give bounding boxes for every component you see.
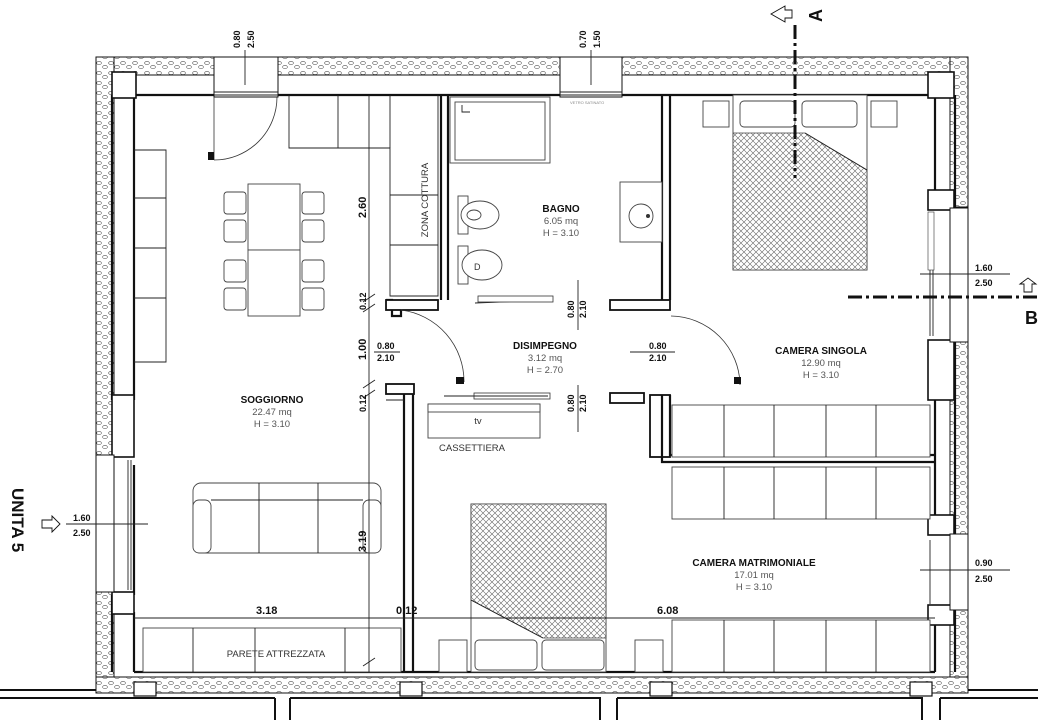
camera-singola-height: H = 3.10 [803, 370, 839, 381]
bagno-window-w: 0.70 [578, 30, 588, 48]
section-a-label: A [806, 9, 826, 22]
singola-window-w: 1.60 [975, 263, 993, 273]
cassettiera: tv CASSETTIERA [427, 403, 541, 454]
left-window-w: 1.60 [73, 513, 91, 523]
dim-2-60: 2.60 [357, 197, 369, 218]
soggiorno-height: H = 3.10 [254, 419, 290, 430]
tv-label: tv [474, 416, 482, 427]
camera-matrimoniale-height: H = 3.10 [736, 582, 772, 593]
left-window-h: 2.50 [73, 528, 91, 538]
door-matrimoniale-h: 2.10 [578, 394, 588, 412]
door-bagno-h: 2.10 [578, 300, 588, 318]
door-singola-w: 0.80 [649, 341, 667, 351]
cassettiera-label: CASSETTIERA [439, 443, 506, 454]
single-bed [702, 94, 898, 271]
dim-0-12-a: 0.12 [358, 292, 368, 310]
section-line-b: B [848, 277, 1038, 328]
disimpegno-height: H = 2.70 [527, 365, 563, 376]
door-matrimoniale-w: 0.80 [566, 394, 576, 412]
disimpegno-name: DISIMPEGNO [513, 341, 577, 352]
section-line-a: A [770, 5, 826, 178]
door-soggiorno-h: 2.10 [377, 353, 395, 363]
bagno-name: BAGNO [542, 204, 579, 215]
dim-0-12-b: 0.12 [358, 394, 368, 412]
sofa [192, 482, 382, 554]
vetro-satinato-label: VETRO SATINATO [570, 100, 604, 105]
door-singola-h: 2.10 [649, 353, 667, 363]
kitchen-counter: ZONA COTTURA [288, 95, 439, 297]
soggiorno-name: SOGGIORNO [241, 395, 304, 406]
zona-cottura-label: ZONA COTTURA [420, 162, 431, 237]
dim-6-08: 6.08 [657, 605, 678, 617]
adjacent-walls [0, 681, 1038, 720]
door-swings [208, 96, 741, 397]
exterior-walls [95, 56, 969, 694]
svg-text:D: D [474, 262, 481, 272]
door-bagno-w: 0.80 [566, 300, 576, 318]
dim-1-00: 1.00 [357, 339, 369, 360]
dining-table [223, 183, 325, 317]
camera-singola-wardrobe [671, 404, 931, 458]
disimpegno-area: 3.12 mq [528, 353, 562, 364]
soggiorno-window-h: 2.50 [246, 30, 256, 48]
camera-singola-name: CAMERA SINGOLA [775, 346, 867, 357]
dimension-lines: 2.60 0.12 1.00 0.12 3.19 3.18 0.12 6.08 [134, 95, 935, 672]
matrimoniale-window-w: 0.90 [975, 558, 993, 568]
bathroom-fixtures: D [449, 96, 663, 285]
camera-matrimoniale-area: 17.01 mq [734, 570, 774, 581]
dim-3-18: 3.18 [256, 605, 277, 617]
parete-attrezzata: PARETE ATTREZZATA [142, 627, 402, 673]
camera-matrimoniale-wardrobe [671, 466, 931, 520]
section-b-label: B [1025, 308, 1038, 328]
door-soggiorno-w: 0.80 [377, 341, 395, 351]
window-frames: VETRO SATINATO [95, 56, 969, 611]
soggiorno-area: 22.47 mq [252, 407, 292, 418]
matrimoniale-window-h: 2.50 [975, 574, 993, 584]
soggiorno-window-w: 0.80 [232, 30, 242, 48]
camera-matrimoniale-name: CAMERA MATRIMONIALE [692, 558, 816, 569]
camera-singola-area: 12.90 mq [801, 358, 841, 369]
living-shelving [134, 149, 167, 363]
singola-window-h: 2.50 [975, 278, 993, 288]
room-labels: BAGNO 6.05 mq H = 3.10 DISIMPEGNO 3.12 m… [241, 204, 867, 593]
bagno-height: H = 3.10 [543, 228, 579, 239]
double-bed [438, 503, 664, 673]
parete-attrezzata-label: PARETE ATTREZZATA [227, 649, 326, 660]
dim-3-19: 3.19 [357, 531, 369, 552]
bagno-window-h: 1.50 [592, 30, 602, 48]
opening-labels: 0.80 2.50 0.70 1.50 1.60 2.50 1.60 2.50 … [41, 30, 1010, 584]
dim-0-12-h: 0.12 [396, 605, 417, 617]
bedroom-wall-storage [671, 619, 931, 673]
unit-label: UNITA 5 [8, 488, 27, 552]
bagno-area: 6.05 mq [544, 216, 578, 227]
